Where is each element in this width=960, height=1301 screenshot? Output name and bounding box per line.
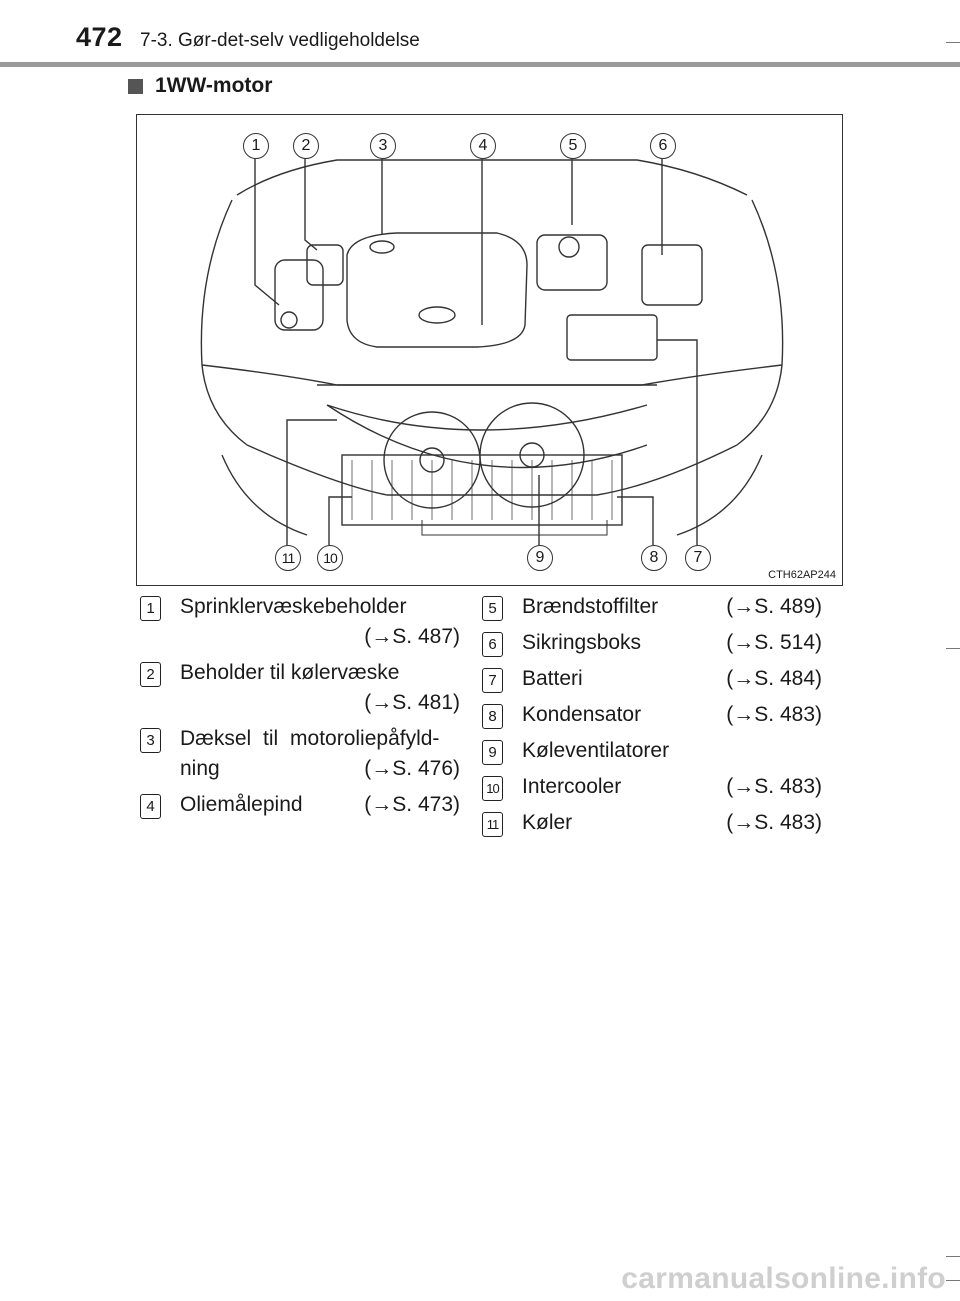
legend-ref: (→S. 489)	[726, 595, 822, 618]
legend-label: Køleventilatorer	[522, 739, 670, 762]
legend-ref: (→S. 487)	[364, 625, 460, 648]
legend-label: Sprinklervæskebeholder	[180, 595, 407, 618]
legend-number-badge: 4	[140, 794, 161, 819]
legend-number-badge: 10	[482, 776, 503, 801]
legend-number-badge: 2	[140, 662, 161, 687]
legend-ref: (→S. 483)	[726, 811, 822, 834]
legend-item-6: 6 Sikringsboks (→S. 514)	[482, 628, 822, 664]
legend-item-5: 5 Brændstoffilter (→S. 489)	[482, 592, 822, 628]
callout-3: 3	[370, 133, 396, 159]
legend-label: Sikringsboks	[522, 631, 642, 654]
engine-heading: 1WW-motor	[128, 74, 272, 98]
legend-item-10: 10 Intercooler (→S. 483)	[482, 772, 822, 808]
legend-item-7: 7 Batteri (→S. 484)	[482, 664, 822, 700]
watermark: carmanualsonline.info	[621, 1262, 946, 1295]
legend-label: Beholder til kølervæske	[180, 661, 400, 684]
legend-label: Kondensator	[522, 703, 642, 726]
legend-item-1: 1 Sprinklervæskebeholder (→S. 487)	[140, 592, 460, 658]
legend-item-3: 3 Dæksel til motoroliepåfyld- ning (→S. …	[140, 724, 460, 790]
engine-bay-illustration	[200, 159, 784, 545]
header-rule	[0, 62, 960, 67]
engine-bay-figure: 1 2 3 4 5 6 11 10 9 8 7 CTH62AP244	[136, 114, 843, 586]
legend-ref: (→S. 483)	[726, 775, 822, 798]
legend-ref: (→S. 483)	[726, 703, 822, 726]
callout-9: 9	[527, 545, 553, 571]
engine-heading-text: 1WW-motor	[155, 74, 273, 97]
legend-ref: (→S. 476)	[364, 757, 460, 780]
callout-8: 8	[641, 545, 667, 571]
legend-number-badge: 1	[140, 596, 161, 621]
callout-11: 11	[275, 545, 301, 571]
callout-10: 10	[317, 545, 343, 571]
margin-tick	[946, 1280, 960, 1281]
legend-number-badge: 6	[482, 632, 503, 657]
legend-item-9: 9 Køleventilatorer	[482, 736, 822, 772]
legend-item-4: 4 Oliemålepind (→S. 473)	[140, 790, 460, 826]
legend-number-badge: 8	[482, 704, 503, 729]
callout-7: 7	[685, 545, 711, 571]
legend-item-8: 8 Kondensator (→S. 483)	[482, 700, 822, 736]
margin-tick	[946, 648, 960, 649]
legend-number-badge: 9	[482, 740, 503, 765]
margin-tick	[946, 42, 960, 43]
legend-label: Brændstoffilter	[522, 595, 659, 618]
callout-1: 1	[243, 133, 269, 159]
page-number: 472	[76, 22, 123, 52]
callout-2: 2	[293, 133, 319, 159]
legend-number-badge: 3	[140, 728, 161, 753]
legend-left: 1 Sprinklervæskebeholder (→S. 487) 2 Beh…	[140, 592, 460, 826]
legend-item-2: 2 Beholder til kølervæske (→S. 481)	[140, 658, 460, 724]
callout-4: 4	[470, 133, 496, 159]
margin-tick	[946, 1256, 960, 1257]
legend-label-continued: ning	[180, 757, 220, 780]
legend-number-badge: 5	[482, 596, 503, 621]
legend-label: Batteri	[522, 667, 583, 690]
legend-label: Oliemålepind	[180, 793, 303, 816]
section-title: 7-3. Gør-det-selv vedligeholdelse	[140, 30, 420, 51]
legend-label: Køler	[522, 811, 573, 834]
legend-ref: (→S. 481)	[364, 691, 460, 714]
legend-number-badge: 7	[482, 668, 503, 693]
legend-number-badge: 11	[482, 812, 503, 837]
legend-ref: (→S. 484)	[726, 667, 822, 690]
callout-5: 5	[560, 133, 586, 159]
legend-ref: (→S. 473)	[364, 793, 460, 816]
legend-ref: (→S. 514)	[726, 631, 822, 654]
callout-6: 6	[650, 133, 676, 159]
legend-label: Dæksel til motoroliepåfyld-	[180, 727, 440, 750]
square-bullet-icon	[128, 78, 143, 94]
legend-item-11: 11 Køler (→S. 483)	[482, 808, 822, 844]
figure-code: CTH62AP244	[768, 569, 836, 581]
legend-label: Intercooler	[522, 775, 622, 798]
legend-right: 5 Brændstoffilter (→S. 489) 6 Sikringsbo…	[482, 592, 822, 844]
